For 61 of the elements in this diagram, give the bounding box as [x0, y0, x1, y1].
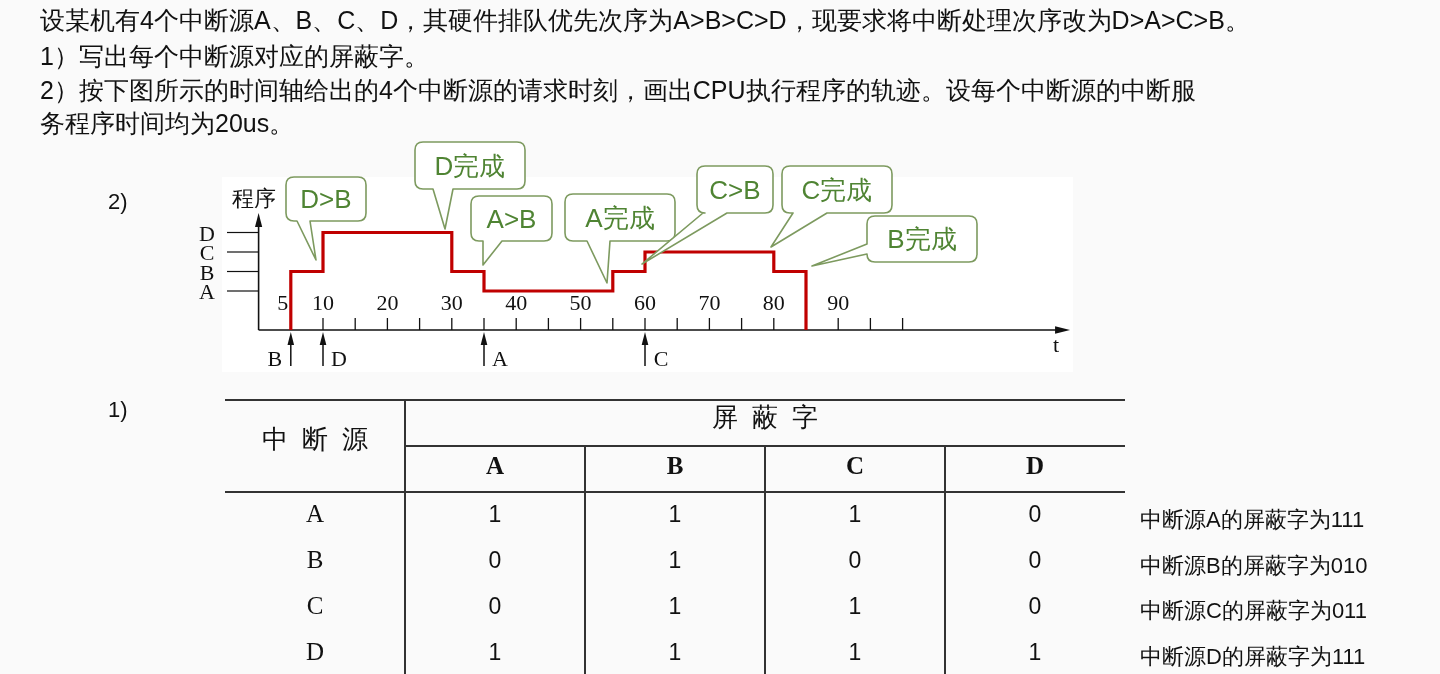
answer-note: 中断源A的屏蔽字为111 [1140, 507, 1365, 533]
callout-text: D完成 [434, 151, 506, 180]
mask-bit: 1 [848, 500, 862, 528]
column-header: D [1025, 451, 1045, 481]
mask-bit: 1 [848, 592, 862, 620]
callout-bubble [470, 195, 553, 266]
mask-bit: 1 [668, 546, 682, 574]
callout-text: B完成 [887, 224, 957, 254]
question-text: 设某机有4个中断源A、B、C、D，其硬件排队优先次序为A>B>C>D，现要求将中断处理次序改为D>A>C>B。 [40, 5, 1250, 36]
mask-bit: 0 [1028, 500, 1042, 528]
mask-bit: 1 [488, 638, 502, 666]
request-label: B [267, 347, 283, 371]
tick-label: 10 [312, 291, 334, 315]
column-header: 中断源 [261, 425, 382, 455]
mask-bit: 1 [1028, 638, 1042, 666]
mask-bit: 1 [668, 638, 682, 666]
mask-bit: 0 [488, 592, 502, 620]
column-header: B [666, 451, 684, 481]
question-text: 1）写出每个中断源对应的屏蔽字。 [40, 41, 429, 72]
answer-note: 中断源D的屏蔽字为111 [1140, 643, 1366, 670]
request-label: A [492, 347, 508, 371]
tick-label: 80 [762, 291, 785, 315]
answer-note: 中断源C的屏蔽字为011 [1140, 598, 1367, 624]
callout-text: C完成 [801, 175, 873, 204]
tick-label: 30 [440, 291, 463, 315]
tick-label: 5 [277, 291, 289, 315]
mask-bit: 1 [848, 638, 862, 666]
tick-label: 50 [569, 291, 592, 315]
mask-bit: 0 [848, 546, 862, 574]
callout-text: D>B [300, 184, 352, 214]
callout-text: A完成 [585, 203, 655, 232]
request-label: C [653, 347, 669, 371]
answer-note: 中断源B的屏蔽字为010 [1140, 552, 1368, 579]
question-text: 2）按下图所示的时间轴给出的4个中断源的请求时刻，画出CPU执行程序的轨迹。设每个中断源的中断服务程序时间均为20us。 [40, 75, 1197, 139]
callout-text: A>B [486, 204, 537, 233]
mask-bit: 0 [488, 546, 502, 574]
tick-label: 60 [634, 291, 656, 315]
mask-bit: 1 [668, 500, 682, 528]
tick-label: 90 [827, 291, 850, 315]
column-header: C [845, 451, 865, 481]
row-label: D [305, 637, 325, 667]
row-label: C [306, 591, 324, 621]
axis-title: t [1052, 333, 1060, 357]
tick-label: 20 [376, 291, 399, 315]
question-number: 2) [108, 189, 128, 215]
column-header: A [485, 451, 505, 481]
callout-bubble [285, 176, 367, 261]
mask-bit: 1 [488, 500, 502, 528]
callout-text: C>B [709, 175, 761, 204]
mask-bit: 0 [1028, 546, 1042, 574]
callout-bubble [811, 215, 978, 267]
request-label: D [331, 347, 347, 371]
row-label: A [305, 499, 325, 529]
callout-bubble [564, 193, 676, 284]
mask-bit: 0 [1028, 592, 1042, 620]
tick-label: 40 [505, 291, 528, 315]
tick-label: 70 [698, 291, 721, 315]
row-label: B [306, 545, 324, 575]
question-number: 1) [108, 397, 128, 423]
column-header: 屏蔽字 [711, 403, 832, 433]
mask-bit: 1 [668, 592, 682, 620]
